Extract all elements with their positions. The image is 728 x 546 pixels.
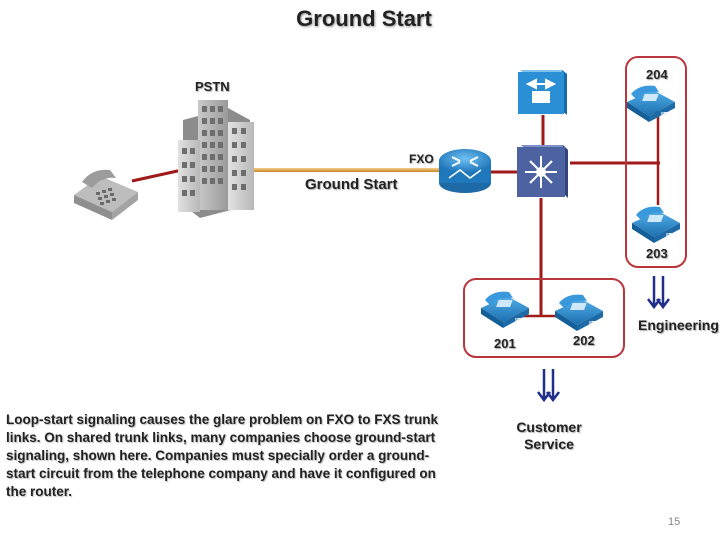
- phone-204-label: 204: [646, 67, 668, 82]
- pstn-building-icon: [178, 100, 254, 218]
- ground-start-trunk: [254, 168, 440, 172]
- pstn-label: PSTN: [195, 79, 230, 94]
- analog-phone-icon: [74, 169, 138, 220]
- ip-badge-203: IP: [666, 233, 673, 240]
- ip-badge-201: IP: [515, 318, 522, 325]
- trunk-label: Ground Start: [305, 176, 398, 193]
- gateway-server-icon: [518, 70, 567, 115]
- engineering-label: Engineering: [638, 317, 719, 333]
- customer-service-arrow-icon: [537, 369, 560, 403]
- phone-203-label: 203: [646, 246, 668, 261]
- engineering-group: [625, 56, 687, 268]
- customer-service-label: Customer Service: [508, 419, 590, 453]
- customer-service-line1: Customer: [516, 419, 582, 435]
- links: [131, 110, 660, 318]
- ip-phone-201-icon: [481, 291, 529, 328]
- ip-phone-204-icon: [627, 85, 675, 122]
- engineering-arrow-icon: [647, 276, 670, 310]
- analog-phone-link: [131, 168, 183, 183]
- router-icon: [439, 149, 491, 193]
- phone-202-label: 202: [573, 333, 595, 348]
- caption-text: Loop-start signaling causes the glare pr…: [6, 412, 439, 499]
- ip-badge-204: IP: [661, 112, 668, 119]
- customer-service-group: [463, 278, 625, 358]
- phone-201-label: 201: [494, 336, 516, 351]
- page-number: 15: [668, 516, 681, 528]
- ip-phone-202-icon: [555, 294, 603, 331]
- ip-badge-202: IP: [589, 321, 596, 328]
- page-title: Ground Start: [296, 6, 432, 31]
- customer-service-line2: Service: [524, 436, 574, 452]
- fxo-label: FXO: [409, 152, 434, 166]
- switch-icon: [517, 145, 568, 198]
- ip-phone-203-icon: [632, 206, 680, 243]
